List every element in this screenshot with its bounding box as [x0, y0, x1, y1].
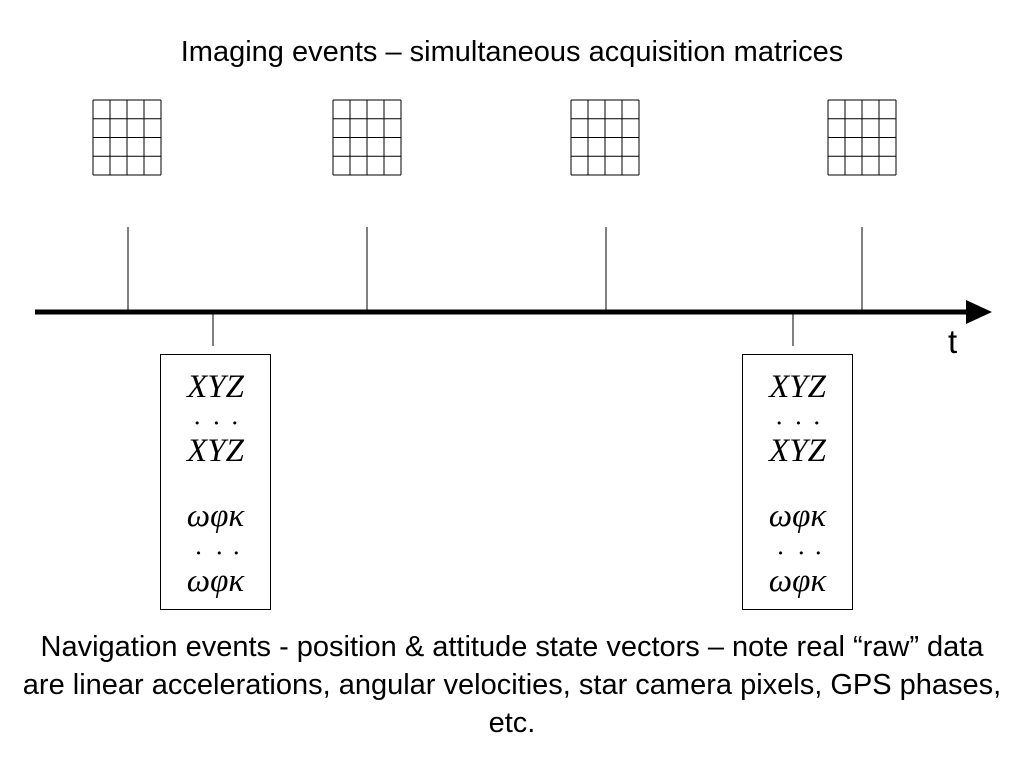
navigation-state-box-1: XYZ XYZ ωφκ ωφκ [160, 354, 271, 610]
angular-rate-vector: ωφκ [161, 561, 270, 601]
time-axis-label: t [948, 323, 958, 360]
acquisition-matrix [570, 99, 640, 176]
diagram-caption: Navigation events - position & attitude … [22, 631, 1002, 739]
navigation-state-box-2: XYZ XYZ ωφκ ωφκ [742, 354, 853, 610]
imaging-matrices [92, 99, 897, 176]
angular-rate-vector: ωφκ [743, 561, 852, 601]
acquisition-matrix [92, 99, 162, 176]
position-vector: XYZ [769, 369, 826, 405]
position-vector: XYZ [187, 369, 244, 405]
acquisition-matrix [827, 99, 897, 176]
diagram-title: Imaging events – simultaneous acquisitio… [180, 36, 844, 68]
velocity-vector: XYZ [743, 431, 852, 471]
event-ticks [127, 227, 863, 346]
acquisition-matrix [332, 99, 402, 176]
attitude-vector: ωφκ [768, 498, 827, 534]
velocity-vector: XYZ [161, 431, 270, 471]
time-axis-arrowhead [966, 300, 992, 324]
attitude-vector: ωφκ [186, 498, 245, 534]
